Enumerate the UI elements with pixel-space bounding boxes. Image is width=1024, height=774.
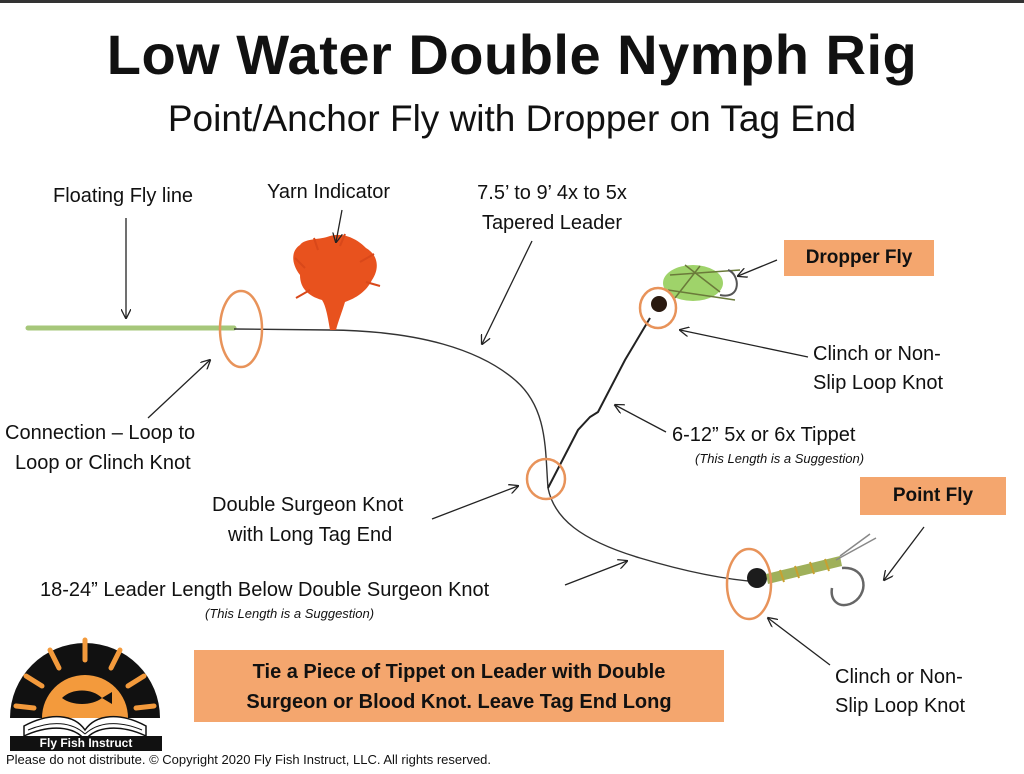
point-knot-circle: [725, 547, 773, 621]
banner-line2: Surgeon or Blood Knot. Leave Tag End Lon…: [246, 691, 672, 713]
arrow-clinch-top: [680, 330, 809, 358]
connection-label-line1: Connection – Loop to: [5, 422, 196, 444]
dropper-fly-icon: [651, 264, 741, 312]
copyright-footer: Please do not distribute. © Copyright 20…: [6, 752, 492, 767]
clinch-knot-top-line2: Slip Loop Knot: [813, 372, 944, 394]
top-border: [0, 0, 1024, 3]
dropper-tippet: [547, 317, 651, 489]
arrow-point-fly: [884, 526, 925, 580]
page-title: Low Water Double Nymph Rig: [106, 23, 918, 86]
arrow-clinch-bottom: [768, 618, 831, 666]
surgeon-knot-label-line2: with Long Tag End: [228, 524, 393, 546]
arrow-connection: [147, 360, 210, 419]
logo-text: Fly Fish Instruct: [39, 736, 133, 750]
floating-fly-line-label: Floating Fly line: [53, 185, 194, 207]
tippet-label: 6-12” 5x or 6x Tippet: [672, 424, 856, 446]
yarn-indicator-icon: [293, 233, 381, 330]
dropper-fly-tag: Dropper Fly: [784, 240, 934, 276]
dropper-knot-circle: [638, 286, 678, 330]
banner-line1: Tie a Piece of Tippet on Leader with Dou…: [252, 661, 666, 683]
leader-line: [233, 328, 761, 583]
clinch-knot-bottom-line1: Clinch or Non-: [835, 666, 963, 688]
instruction-banner: Tie a Piece of Tippet on Leader with Dou…: [194, 650, 724, 722]
arrow-yarn: [336, 209, 343, 242]
arrow-dropper-fly: [738, 259, 778, 276]
leader-label-line1: 7.5’ to 9’ 4x to 5x: [477, 182, 627, 204]
yarn-indicator-label: Yarn Indicator: [267, 181, 391, 203]
leader-length-note: (This Length is a Suggestion): [205, 606, 375, 621]
connection-label-line2: Loop or Clinch Knot: [15, 452, 191, 474]
point-fly-icon: [747, 533, 877, 607]
leader-label-line2: Tapered Leader: [481, 212, 623, 234]
arrow-surgeon: [431, 486, 518, 520]
page-subtitle: Point/Anchor Fly with Dropper on Tag End: [167, 98, 857, 139]
point-fly-tag: Point Fly: [860, 477, 1006, 515]
surgeon-knot-circle: [525, 457, 567, 501]
arrow-leader: [482, 240, 533, 344]
leader-length-label: 18-24” Leader Length Below Double Surgeo…: [40, 579, 490, 601]
clinch-knot-bottom-line2: Slip Loop Knot: [835, 695, 966, 717]
clinch-knot-top-line1: Clinch or Non-: [813, 343, 941, 365]
surgeon-knot-label-line1: Double Surgeon Knot: [212, 494, 404, 516]
connection-knot-circle: [218, 289, 264, 369]
tippet-note: (This Length is a Suggestion): [695, 451, 865, 466]
arrow-tippet: [615, 405, 667, 433]
arrow-leader-length: [564, 561, 627, 586]
fly-fish-instruct-logo: [10, 637, 162, 751]
